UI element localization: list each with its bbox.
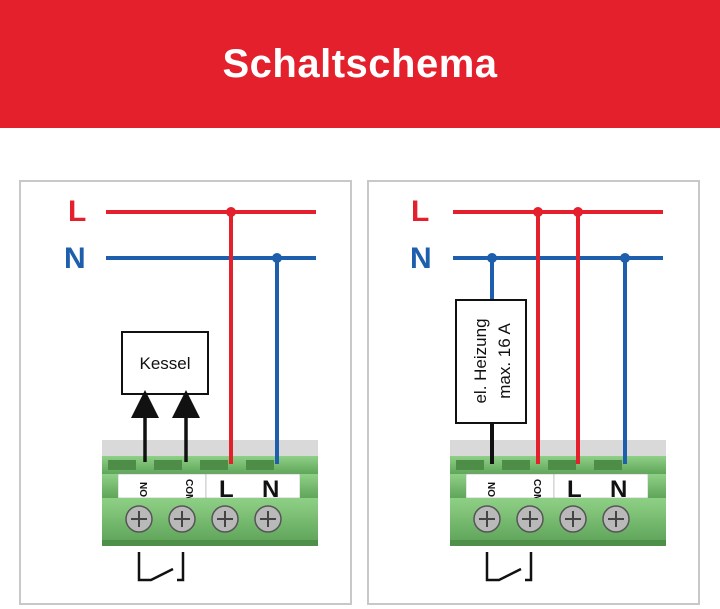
left-terminal-top bbox=[102, 440, 318, 458]
kessel-box bbox=[121, 331, 209, 395]
left-terminal-com: COM bbox=[183, 479, 194, 502]
left-terminal-l: L bbox=[219, 476, 234, 503]
kessel-label: Kessel bbox=[139, 354, 190, 373]
right-label-l: L bbox=[411, 195, 429, 228]
left-label-n: N bbox=[64, 242, 86, 275]
right-switch-symbol bbox=[485, 552, 533, 582]
left-terminal-label-strip-b bbox=[205, 473, 301, 499]
left-terminal-block: NO COM L N bbox=[102, 440, 318, 546]
left-switch-symbol bbox=[137, 552, 185, 582]
left-label-l: L bbox=[68, 195, 86, 228]
right-terminal-n: N bbox=[610, 476, 627, 503]
header-banner: Schaltschema bbox=[0, 0, 720, 128]
right-screws bbox=[473, 505, 630, 533]
left-panel: L N NO COM L N bbox=[19, 180, 352, 605]
page-title: Schaltschema bbox=[222, 41, 498, 86]
left-screws bbox=[125, 505, 282, 533]
heater-box bbox=[455, 299, 527, 424]
left-terminal-no: NO bbox=[137, 482, 148, 497]
heater-label-line1: el. Heizung bbox=[471, 318, 490, 403]
right-label-n: N bbox=[410, 242, 432, 275]
right-panel: L N NO COM L N bbox=[367, 180, 700, 605]
right-terminal-no: NO bbox=[485, 482, 496, 497]
left-terminal-n: N bbox=[262, 476, 279, 503]
heater-label-line2: max. 16 A bbox=[495, 323, 514, 399]
right-terminal-com: COM bbox=[531, 479, 542, 502]
right-terminal-block: NO COM L N bbox=[450, 440, 666, 546]
right-terminal-l: L bbox=[567, 476, 582, 503]
left-terminal-label-strip-a bbox=[117, 473, 207, 499]
